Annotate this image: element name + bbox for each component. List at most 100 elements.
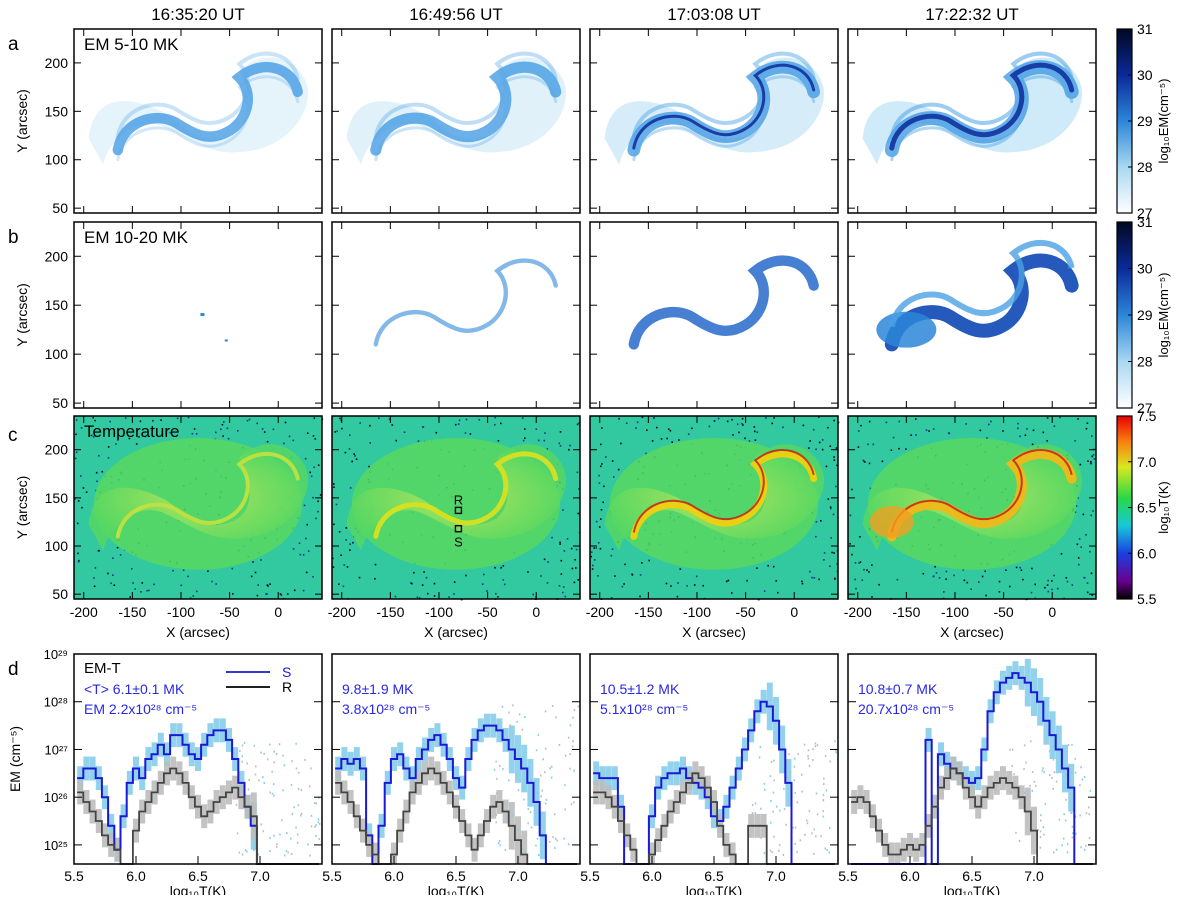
temp-noise — [871, 596, 873, 598]
emt-noise-point — [1064, 819, 1067, 822]
temp-noise — [614, 575, 616, 577]
emt-noise-point — [835, 751, 837, 754]
y-tick-label: 200 — [45, 55, 69, 71]
y-tick-label: 10²⁶ — [44, 790, 68, 805]
emt-noise-point — [1033, 849, 1036, 852]
temp-noise — [984, 570, 986, 573]
temp-noise — [575, 548, 578, 551]
temp-noise — [269, 583, 271, 585]
temp-noise — [1051, 580, 1053, 582]
emt-noise-point — [1071, 771, 1073, 774]
temp-noise — [1078, 538, 1081, 540]
map-panel: RS — [331, 415, 581, 601]
emt-error-band — [391, 842, 397, 864]
temp-noise — [592, 564, 594, 567]
temp-noise — [742, 424, 744, 426]
colorbar-label: log₁₀EM(cm⁻⁵) — [1156, 79, 1171, 164]
temp-noise — [267, 585, 269, 587]
emt-noise-point — [310, 814, 313, 817]
map-panel — [73, 28, 323, 214]
temp-noise — [1080, 546, 1082, 548]
temp-noise — [1076, 543, 1079, 546]
emt-noise-point — [318, 838, 321, 841]
em-hot-loop — [884, 253, 1079, 352]
emt-noise-point — [304, 758, 306, 761]
temp-noise — [813, 577, 816, 579]
temp-hot-loop — [630, 450, 818, 540]
emt-noise-point — [544, 747, 547, 750]
emt-error-band — [729, 842, 736, 864]
em-speck — [200, 313, 205, 317]
emt-noise-point — [524, 716, 526, 718]
temp-noise — [433, 582, 436, 585]
emt-noise-point — [263, 782, 265, 784]
temp-hot-loop — [115, 451, 300, 539]
temp-noise — [497, 440, 500, 442]
y-tick-label: 10²⁷ — [45, 742, 69, 757]
emt-noise-point — [552, 836, 554, 839]
emt-noise-point — [309, 785, 311, 788]
emt-noise-point — [1009, 748, 1011, 751]
emt-noise-point — [555, 716, 557, 719]
colorbar-tick-label: 27 — [1137, 205, 1153, 221]
map-panel — [331, 28, 581, 214]
x-axis-label: log₁₀T(K) — [170, 883, 226, 895]
temp-noise — [679, 568, 682, 570]
emt-noise-point — [1010, 791, 1013, 794]
temp-noise — [215, 431, 217, 434]
emt-noise-point — [1043, 771, 1045, 774]
emt-noise-point — [812, 748, 814, 751]
colorbar-tick-label: 5.5 — [1137, 591, 1157, 607]
temp-noise — [1042, 431, 1045, 434]
emt-noise-point — [558, 744, 561, 746]
temp-noise — [593, 559, 596, 561]
emt-noise-point — [569, 724, 572, 727]
row-title: EM 5-10 MK — [84, 35, 179, 54]
temp-noise — [369, 442, 371, 444]
temp-noise — [558, 442, 561, 445]
temp-noise — [610, 554, 613, 557]
temp-noise — [115, 443, 117, 445]
temp-noise — [338, 583, 340, 586]
temp-noise — [335, 503, 338, 506]
temp-noise — [231, 567, 234, 570]
temp-noise — [833, 459, 836, 461]
temp-noise — [292, 548, 295, 550]
emt-noise-point — [1055, 848, 1058, 851]
emt-noise-point — [257, 853, 259, 856]
temp-noise — [524, 428, 526, 430]
row-letter: c — [8, 425, 18, 446]
temp-noise — [250, 575, 253, 578]
temp-noise — [1031, 443, 1034, 446]
temp-noise — [351, 460, 353, 463]
emt-noise-point — [1089, 789, 1092, 792]
emt-noise-point — [825, 789, 828, 792]
emt-noise-point — [1025, 761, 1027, 764]
emt-noise-point — [287, 851, 289, 854]
temp-noise — [92, 436, 95, 438]
temp-noise — [359, 422, 361, 424]
emt-noise-point — [536, 837, 539, 840]
temp-noise — [248, 418, 251, 421]
temp-noise — [832, 513, 835, 516]
emt-noise-point — [1040, 814, 1042, 817]
emt-noise-point — [1066, 843, 1069, 846]
x-tick-label: -50 — [993, 604, 1013, 620]
colorbar-tick-label: 30 — [1137, 67, 1153, 83]
temp-noise — [631, 574, 634, 576]
temp-noise — [98, 454, 100, 457]
emt-noise-point — [1071, 743, 1073, 746]
temp-noise — [457, 423, 460, 425]
temp-noise — [670, 585, 672, 587]
temp-noise — [391, 424, 394, 426]
temp-noise — [617, 468, 620, 471]
emt-noise-point — [816, 813, 819, 816]
temp-loop-region — [346, 444, 567, 551]
emt-noise-point — [769, 849, 772, 852]
temp-noise — [573, 581, 576, 584]
emt-noise-point — [776, 805, 778, 808]
emt-noise-point — [799, 839, 802, 842]
temp-noise — [890, 449, 893, 451]
emt-noise-point — [822, 799, 825, 802]
temp-noise — [855, 587, 857, 590]
